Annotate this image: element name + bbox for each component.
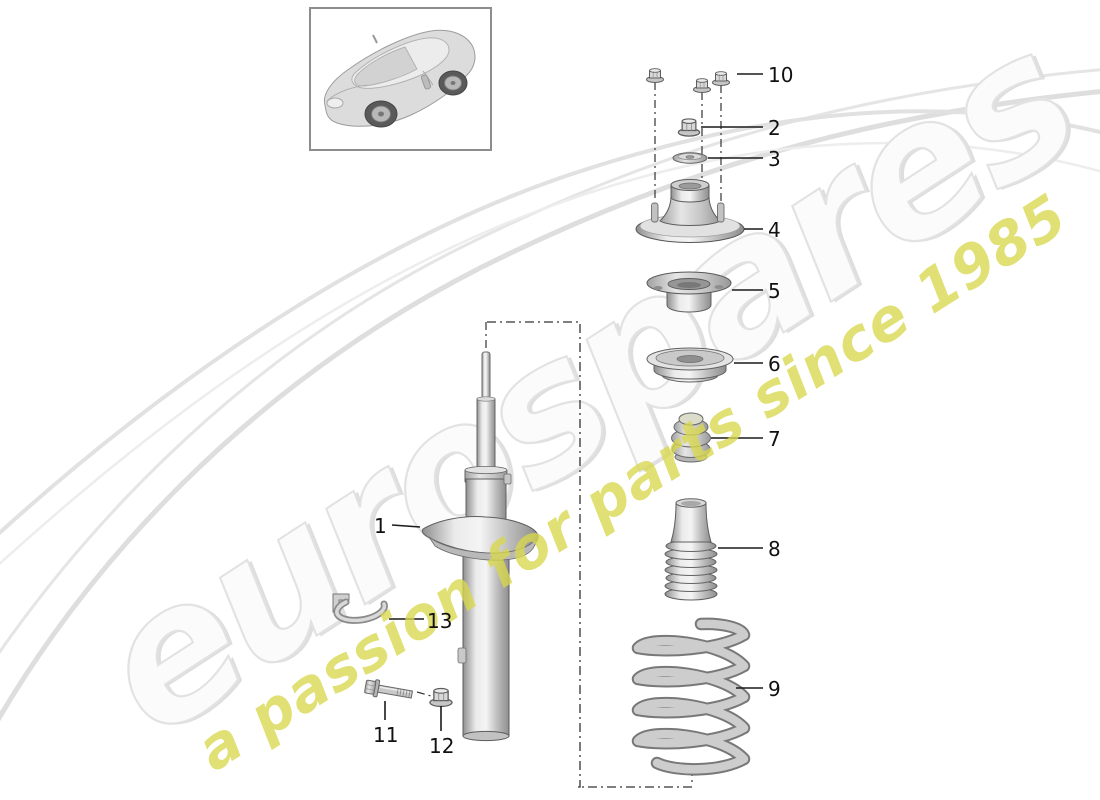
callout-label-8[interactable]: 8: [768, 537, 781, 561]
callout-label-12[interactable]: 12: [429, 734, 455, 758]
part-5-bearing: [646, 271, 732, 313]
part-7-bump-stop: [671, 412, 711, 463]
centerlines: [416, 82, 722, 786]
callout-label-9[interactable]: 9: [768, 677, 781, 701]
part-10-flange-nuts: [646, 68, 730, 93]
callout-label-3[interactable]: 3: [768, 147, 781, 171]
part-1-shock-absorber-strut: [421, 351, 539, 742]
vehicle-thumbnail-car-icon: [323, 29, 476, 128]
callout-label-11[interactable]: 11: [373, 723, 399, 747]
part-2-nut: [677, 118, 701, 137]
callout-label-13[interactable]: 13: [427, 609, 453, 633]
part-8-dust-boot: [664, 498, 718, 601]
callout-label-2[interactable]: 2: [768, 116, 781, 140]
part-3-washer: [672, 152, 708, 164]
callout-label-1[interactable]: 1: [374, 514, 387, 538]
part-13-clamp: [332, 593, 388, 624]
callout-label-10[interactable]: 10: [768, 63, 794, 87]
callout-leader-lines: [384, 73, 763, 731]
callout-label-7[interactable]: 7: [768, 427, 781, 451]
part-9-coil-spring: [631, 617, 751, 776]
callout-label-5[interactable]: 5: [768, 279, 781, 303]
part-11-bolt: [364, 679, 414, 699]
vehicle-thumbnail-box: [309, 7, 492, 151]
part-4-strut-mount: [635, 179, 745, 243]
part-6-spring-seat: [646, 347, 734, 383]
assembly-dashed-bracket: [487, 321, 692, 788]
part-12-nut: [429, 687, 453, 708]
callout-label-6[interactable]: 6: [768, 352, 781, 376]
callout-label-4[interactable]: 4: [768, 218, 781, 242]
